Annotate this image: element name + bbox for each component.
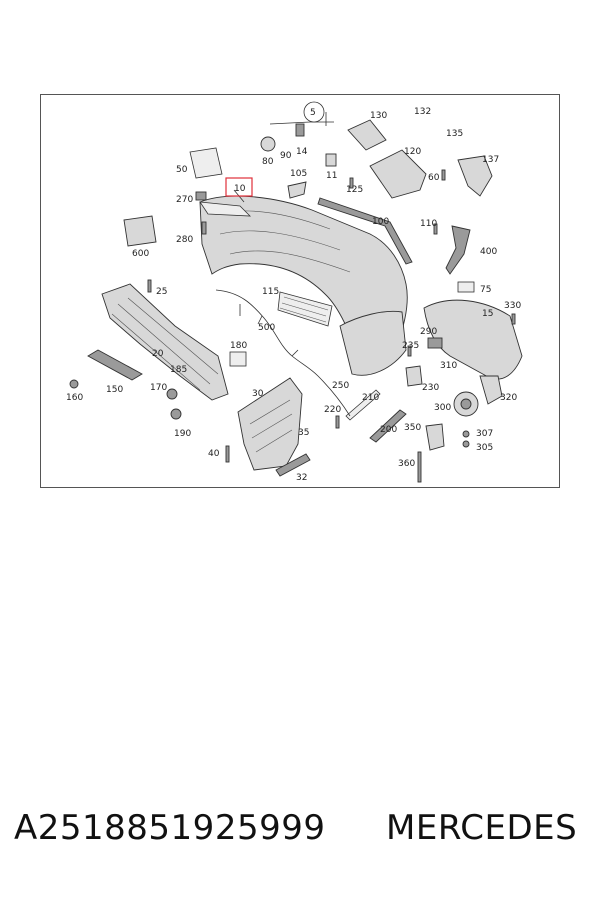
support-rail-left-part [101, 283, 229, 401]
clip-105-part [287, 181, 307, 199]
callout-200: 200 [380, 425, 397, 435]
bumper-lip-part [199, 201, 252, 217]
callout-320: 320 [500, 393, 517, 403]
callout-190: 190 [174, 429, 191, 439]
bracket-180-part [229, 351, 247, 367]
callout-250: 250 [332, 381, 349, 391]
callout-185: 185 [170, 365, 187, 375]
panel-50-part [189, 147, 223, 179]
callout-180: 180 [230, 341, 247, 351]
callout-160: 160 [66, 393, 83, 403]
callout-170: 170 [150, 383, 167, 393]
callout-230: 230 [422, 383, 439, 393]
callout-60: 60 [428, 173, 440, 183]
cover-120-part [369, 149, 427, 199]
callout-350: 350 [404, 423, 421, 433]
callout-135: 135 [446, 129, 463, 139]
callout-150: 150 [106, 385, 123, 395]
callout-80: 80 [262, 157, 274, 167]
callout-120: 120 [404, 147, 421, 157]
screw-bolts [69, 169, 516, 483]
callout-330: 330 [504, 301, 521, 311]
callout-50: 50 [176, 165, 188, 175]
strip-400-part [445, 225, 471, 275]
callout-110: 110 [420, 219, 437, 229]
callout-105: 105 [290, 169, 307, 179]
bracket-150-part [87, 349, 143, 381]
callout-210: 210 [362, 393, 379, 403]
svg-text:5: 5 [310, 108, 316, 118]
callout-115: 115 [262, 287, 279, 297]
bumper-corner-part [339, 310, 407, 376]
reflector-strip-part [317, 197, 413, 265]
callout-360: 360 [398, 459, 415, 469]
callout-137: 137 [482, 155, 499, 165]
callout-5: 5 [303, 101, 325, 123]
label-75-part [457, 281, 475, 293]
callout-32: 32 [296, 473, 307, 483]
bracket-130-part [347, 119, 387, 151]
callout-400: 400 [480, 247, 497, 257]
callout-125: 125 [346, 185, 363, 195]
callout-14: 14 [296, 147, 308, 157]
callout-280: 280 [176, 235, 193, 245]
brand-name: MERCEDES [386, 808, 578, 848]
clip-14-part [295, 123, 305, 137]
part-number: A2518851925999 [14, 808, 326, 848]
callout-132: 132 [414, 107, 431, 117]
clip-290-part [427, 337, 443, 349]
callout-90: 90 [280, 151, 292, 161]
strip-32-part [275, 453, 311, 477]
callout-270: 270 [176, 195, 193, 205]
cap-80-part [260, 136, 276, 152]
callout-15: 15 [482, 309, 493, 319]
callout-25: 25 [156, 287, 167, 297]
callout-307: 307 [476, 429, 493, 439]
callout-130: 130 [370, 111, 387, 121]
callout-100: 100 [372, 217, 389, 227]
callout-300: 300 [434, 403, 451, 413]
callout-235: 235 [402, 341, 419, 351]
callout-10-highlight: 10 [225, 177, 253, 197]
callout-220: 220 [324, 405, 341, 415]
callout-11: 11 [326, 171, 337, 181]
lower-carrier-part [237, 377, 303, 471]
trim-200-part [369, 409, 407, 443]
callout-20: 20 [152, 349, 164, 359]
svg-text:10: 10 [234, 184, 246, 194]
callout-290: 290 [420, 327, 437, 337]
callout-310: 310 [440, 361, 457, 371]
bracket-230-part [405, 365, 423, 387]
callout-75: 75 [480, 285, 491, 295]
bracket-350-part [425, 423, 445, 451]
callout-35: 35 [298, 428, 309, 438]
callout-305: 305 [476, 443, 493, 453]
callout-40: 40 [208, 449, 220, 459]
callout-600: 600 [132, 249, 149, 259]
callout-30: 30 [252, 389, 264, 399]
parts-diagram: 5 130 132 135 137 120 50 80 90 14 105 11… [66, 101, 523, 483]
grille-115-part [277, 291, 333, 327]
strip-210-part [345, 389, 381, 421]
bracket-137-part [457, 155, 493, 197]
holder-320-part [479, 375, 503, 405]
callout-500: 500 [258, 323, 275, 333]
clip-270-part [195, 191, 207, 201]
box-600-part [123, 215, 157, 247]
bracket-11-part [325, 153, 337, 167]
